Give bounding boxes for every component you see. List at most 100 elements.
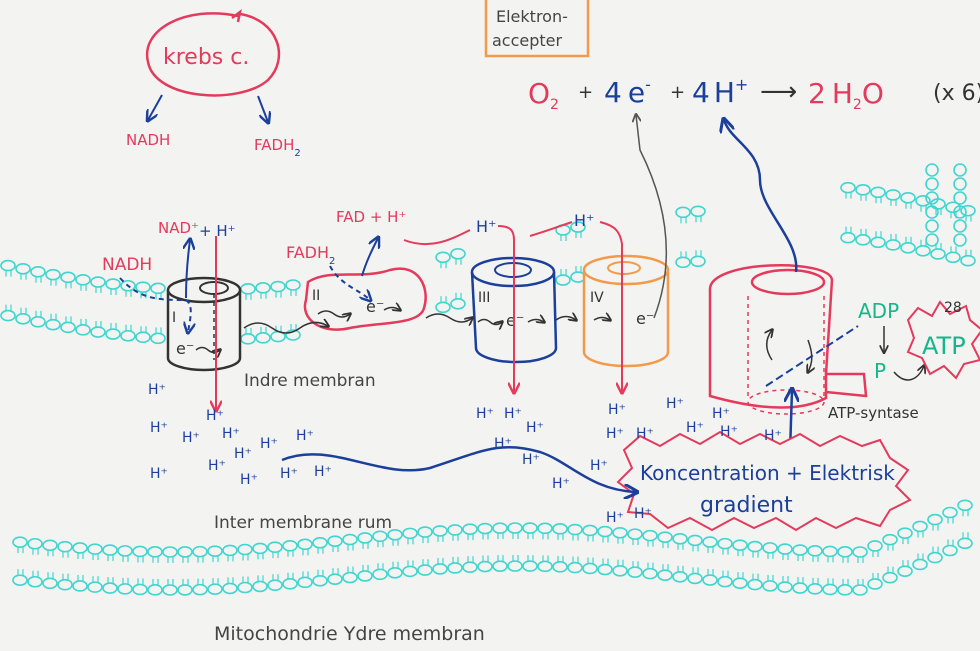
membrane-lipid-tail	[452, 534, 459, 541]
membrane-lipid-head	[690, 205, 706, 218]
membrane-lipid-tail	[560, 235, 567, 242]
membrane-lipid-head	[120, 329, 136, 342]
proton-h-plus: H⁺	[208, 458, 226, 474]
membrane-lipid-head	[192, 583, 208, 596]
membrane-lipid-head	[135, 281, 151, 293]
membrane-lipid-tail	[902, 538, 909, 545]
membrane-lipid-head	[925, 219, 939, 233]
membrane-lipid-tail	[35, 276, 42, 283]
membrane-lipid-head	[252, 580, 268, 593]
krebs-cycle-circle	[145, 12, 281, 97]
membrane-lipid-tail	[122, 577, 129, 584]
membrane-lipid-tail	[875, 197, 882, 204]
membrane-lipid-tail	[140, 326, 147, 333]
membrane-lipid-head	[852, 546, 868, 558]
membrane-lipid-tail	[92, 554, 99, 561]
membrane-lipid-tail	[575, 232, 582, 239]
membrane-lipid-tail	[512, 555, 519, 562]
krebs-cycle-arrowhead	[231, 9, 242, 23]
membrane-lipid-tail	[887, 544, 894, 551]
membrane-lipid-head	[255, 332, 271, 344]
membrane-lipid-head	[357, 532, 373, 544]
membrane-lipid-head	[177, 584, 193, 596]
membrane-lipid-tail	[422, 559, 429, 566]
membrane-lipid-tail	[95, 321, 102, 328]
membrane-lipid-head	[252, 542, 268, 555]
membrane-lipid-head	[925, 177, 939, 191]
complex-3-numeral: III	[478, 290, 490, 306]
membrane-lipid-tail	[680, 251, 687, 258]
membrane-lipid-head	[327, 535, 343, 547]
membrane-lipid-head	[402, 527, 418, 540]
inner-membrane-bottom-layer	[0, 226, 976, 345]
membrane-lipid-tail	[875, 231, 882, 238]
electron-acceptor-box	[484, 0, 590, 58]
membrane-lipid-tail	[752, 573, 759, 580]
membrane-lipid-head	[240, 283, 256, 295]
membrane-lipid-head	[72, 580, 88, 592]
membrane-lipid-tail	[455, 258, 462, 265]
membrane-lipid-tail	[422, 537, 429, 544]
membrane-lipid-head	[60, 321, 76, 334]
equation-multiplier: (x 6)	[933, 81, 980, 106]
membrane-lipid-head	[690, 255, 706, 268]
membrane-lipid-tail	[905, 236, 912, 243]
electron-transfer-1-2	[243, 322, 328, 334]
proton-h-plus: H⁺	[504, 406, 522, 422]
membrane-lipid-tail	[767, 552, 774, 559]
membrane-lipid-tail	[467, 534, 474, 541]
krebs-to-fadh2-arrow	[257, 95, 268, 122]
proton-h-plus: H⁺	[712, 406, 730, 422]
atp-synthase-body	[708, 290, 868, 409]
membrane-lipid-head	[282, 578, 298, 590]
membrane-lipid-head	[90, 326, 106, 338]
membrane-lipid-head	[957, 537, 973, 550]
atp-starburst	[906, 300, 980, 380]
membrane-lipid-tail	[695, 250, 702, 257]
krebs-fadh2-label: FADH2	[254, 136, 301, 159]
outer-membrane-bottom-layer	[12, 532, 973, 596]
membrane-lipid-head	[657, 531, 673, 543]
membrane-lipid-tail	[245, 293, 252, 300]
membrane-lipid-head	[945, 251, 961, 264]
complex-3-electron: e⁻	[506, 311, 524, 330]
membrane-lipid-head	[687, 572, 703, 585]
membrane-lipid-head	[270, 280, 286, 293]
membrane-lipid-tail	[155, 327, 162, 334]
membrane-lipid-tail	[65, 282, 72, 289]
complex-4-body	[582, 270, 670, 368]
complex-1-plus-h: + H⁺	[199, 222, 236, 240]
membrane-lipid-head	[837, 546, 853, 558]
atp-synthase-top	[750, 268, 826, 296]
membrane-lipid-head	[915, 194, 931, 207]
inner-membrane-top-layer	[0, 181, 976, 300]
equation-plus-1: +	[578, 82, 593, 103]
membrane-lipid-head	[42, 577, 58, 590]
membrane-lipid-head	[267, 579, 283, 591]
membrane-lipid-head	[450, 247, 466, 260]
membrane-lipid-head	[953, 205, 967, 219]
membrane-lipid-tail	[317, 569, 324, 576]
membrane-lipid-head	[915, 244, 931, 257]
membrane-lipid-head	[432, 525, 448, 537]
membrane-lipid-tail	[32, 570, 39, 577]
membrane-lipid-head	[925, 163, 939, 177]
membrane-lipid-tail	[137, 578, 144, 585]
membrane-lipid-tail	[887, 566, 894, 573]
membrane-lipid-head	[342, 571, 358, 584]
proton-h-plus: H⁺	[606, 510, 624, 526]
membrane-lipid-head	[597, 525, 613, 538]
outer-membrane-top-layer	[12, 499, 973, 563]
membrane-lipid-head	[42, 539, 58, 552]
membrane-lipid-tail	[917, 531, 924, 538]
membrane-lipid-tail	[662, 542, 669, 549]
proton-h-plus: H⁺	[234, 446, 252, 462]
membrane-lipid-head	[925, 233, 939, 247]
membrane-lipid-tail	[647, 540, 654, 547]
membrane-lipid-tail	[182, 556, 189, 563]
membrane-lipid-head	[762, 580, 778, 592]
